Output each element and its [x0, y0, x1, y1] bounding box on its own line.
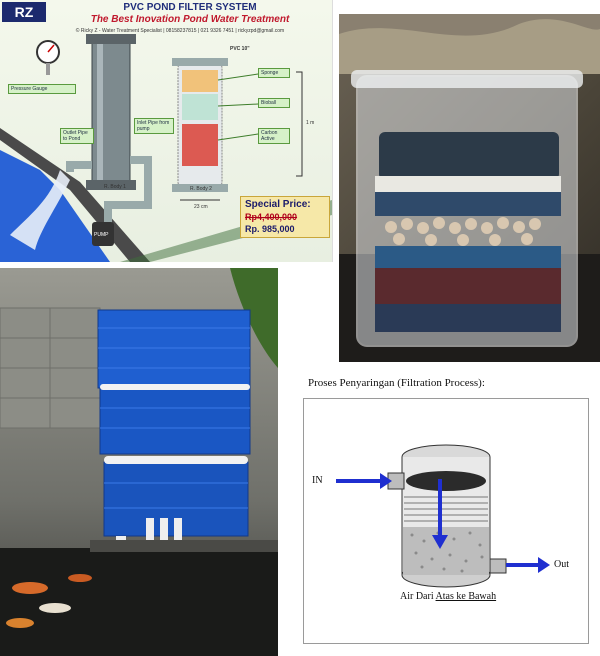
layer-bioball	[182, 94, 218, 120]
pvc-size-label: PVC 10"	[230, 46, 250, 52]
poster-contact: © Ricky Z - Water Treatment Specialist |…	[75, 28, 285, 34]
unit-label-1: R. Body 1	[104, 184, 126, 190]
stacked-crates-photo	[0, 268, 278, 656]
filter-illustration	[0, 34, 332, 262]
layer-white-wool	[375, 176, 561, 192]
layer-sponge	[182, 70, 218, 92]
out-label: Out	[554, 559, 569, 570]
note-outlet: Outlet Pipe to Pond	[60, 128, 94, 144]
note-inlet: Inlet Pipe from pump	[134, 118, 174, 134]
new-price: Rp. 985,000	[245, 224, 295, 234]
layer-blue-sponge	[375, 192, 561, 216]
plant-foliage	[230, 268, 278, 368]
rz-logo: RZ	[2, 2, 46, 22]
dimension-height: 1 m	[306, 120, 315, 126]
unit-label-2: R. Body 2	[190, 186, 212, 192]
in-label: IN	[312, 475, 323, 486]
pvc-filter-poster: RZ PVC POND FILTER SYSTEM The Best Inova…	[0, 0, 333, 262]
stacked-crates-image	[0, 268, 278, 656]
container-filter-image	[339, 14, 600, 362]
old-price: Rp4,400,000	[245, 212, 298, 222]
layer-carbon	[182, 124, 218, 166]
dimension-width: 23 cm	[194, 204, 208, 210]
koi-fish	[6, 574, 92, 628]
special-price-label: Special Price:	[245, 199, 311, 210]
layer-blue-lower	[375, 246, 561, 268]
layer-red-sponge	[375, 268, 561, 304]
note-pressure-gauge: Pressure Gauge	[8, 84, 76, 94]
gravel-layer	[403, 527, 489, 575]
pump-icon	[92, 222, 114, 246]
container-filter-photo	[339, 14, 600, 362]
filtration-diagram: IN Out Air Dari Atas ke Bawah	[303, 398, 589, 644]
crate-top	[97, 309, 251, 389]
caption-prefix: Air Dari	[400, 591, 436, 602]
poster-title: PVC POND FILTER SYSTEM	[123, 2, 257, 13]
poster-subtitle: The Best Inovation Pond Water Treatment	[90, 14, 290, 25]
layer-ceramic-rings	[385, 217, 541, 246]
layer-bottom	[375, 304, 561, 332]
price-box: Special Price: Rp4,400,000 Rp. 985,000	[240, 196, 330, 238]
label-bioball: Bioball	[258, 98, 290, 108]
water-splash	[10, 170, 70, 250]
pump-label: PUMP	[94, 232, 109, 238]
layer-black-mat	[379, 132, 559, 180]
caption-underlined: Atas ke Bawah	[435, 591, 497, 602]
label-carbon: Carbon Active	[258, 128, 290, 144]
filtration-diagram-art	[336, 444, 550, 588]
top-filter-pad	[406, 471, 486, 491]
koi-pond	[0, 548, 278, 656]
label-sponge: Sponge	[258, 68, 290, 78]
crate-middle	[99, 387, 251, 455]
diagram-caption: Air Dari Atas ke Bawah	[400, 591, 496, 602]
diagram-title: Proses Penyaringan (Filtration Process):	[308, 377, 485, 389]
